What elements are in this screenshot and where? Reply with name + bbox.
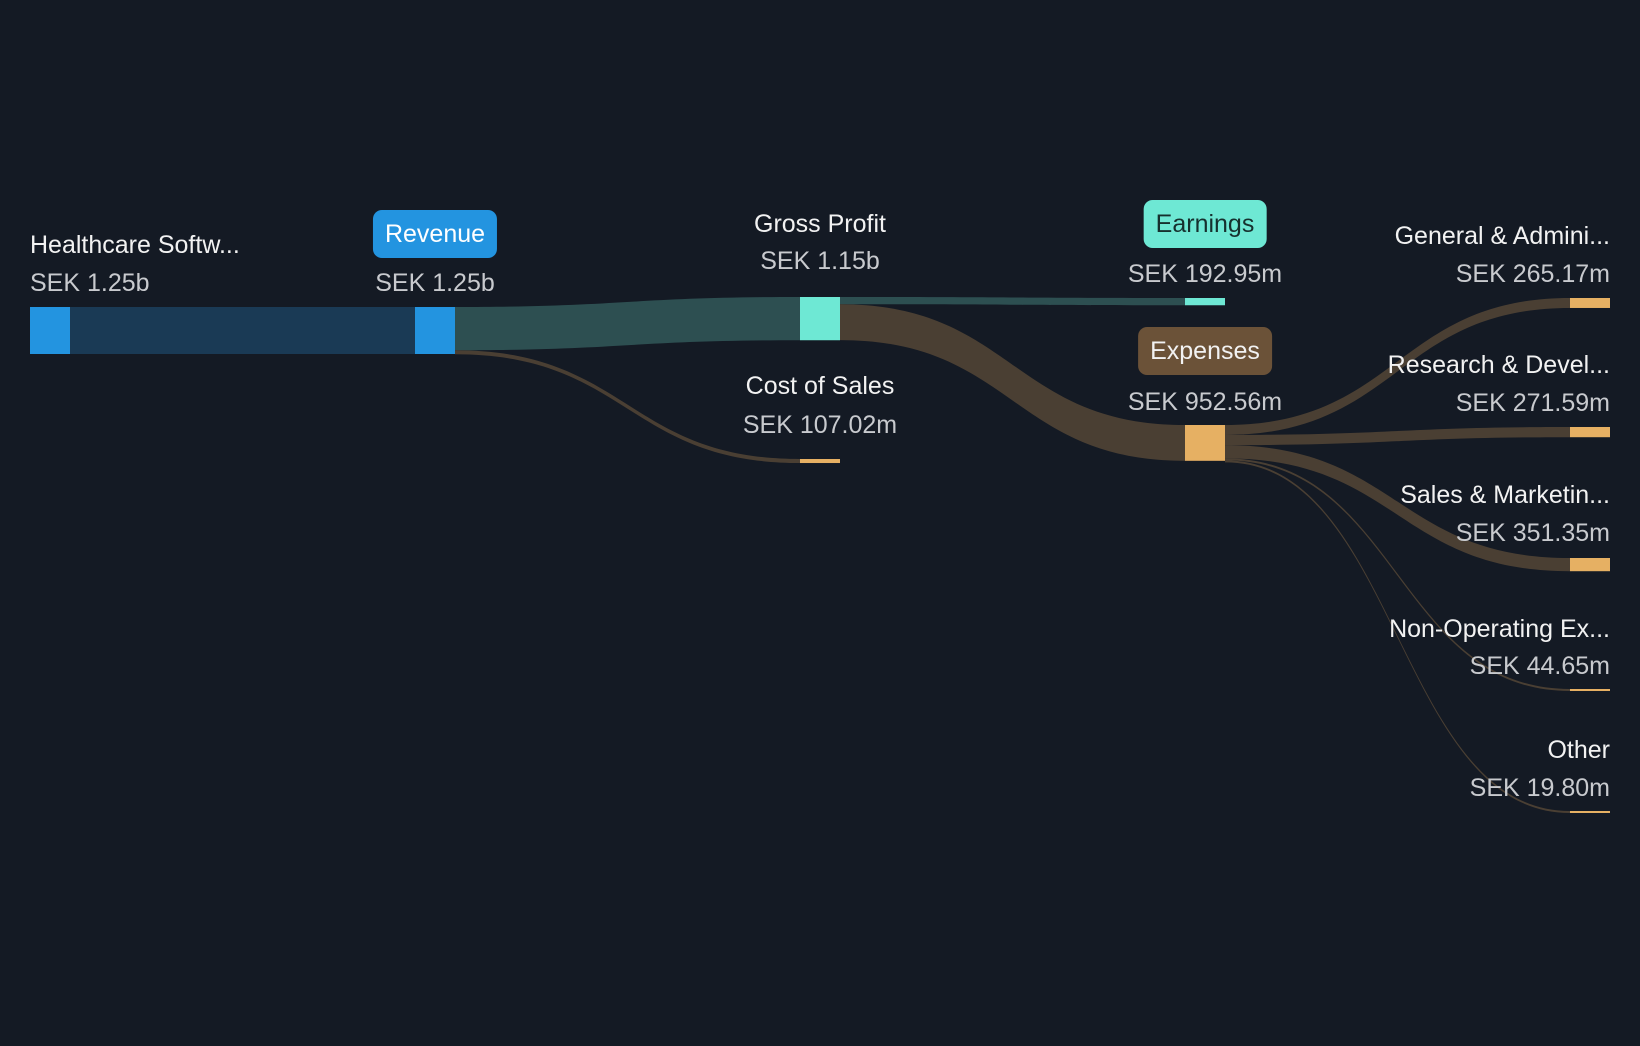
node-value-earnings: SEK 192.95m <box>1127 260 1283 288</box>
node-cost_of_sales <box>800 459 840 464</box>
node-rd <box>1570 427 1610 438</box>
node-label-ga: General & Admini... <box>1394 222 1610 250</box>
link-expenses-nonop <box>1225 458 1570 691</box>
node-value-cost-of-sales: SEK 107.02m <box>742 411 898 439</box>
node-segment <box>30 307 70 354</box>
node-gross_profit <box>800 297 840 341</box>
link-expenses-ga <box>1225 298 1570 435</box>
link-expenses-other <box>1225 460 1570 813</box>
node-label-earnings: Earnings <box>1143 200 1267 248</box>
node-revenue <box>415 307 455 354</box>
node-label-revenue: Revenue <box>372 210 498 258</box>
node-value-ga: SEK 265.17m <box>1455 260 1610 288</box>
node-ga <box>1570 298 1610 308</box>
node-label-gross-profit: Gross Profit <box>754 210 886 238</box>
link-gross_profit-earnings <box>840 297 1185 306</box>
node-value-gross-profit: SEK 1.15b <box>760 247 880 275</box>
node-expenses <box>1185 425 1225 461</box>
node-sm <box>1570 558 1610 572</box>
node-value-other: SEK 19.80m <box>1469 774 1610 802</box>
link-gross_profit-expenses <box>840 304 1185 461</box>
node-label-expenses: Expenses <box>1138 327 1272 375</box>
node-value-nonop: SEK 44.65m <box>1469 652 1610 680</box>
node-value-sm: SEK 351.35m <box>1455 519 1610 547</box>
link-expenses-sm <box>1225 445 1570 572</box>
link-expenses-rd <box>1225 427 1570 446</box>
node-value-revenue: SEK 1.25b <box>375 269 495 297</box>
node-value-expenses: SEK 952.56m <box>1127 388 1283 416</box>
node-nonop <box>1570 689 1610 691</box>
link-segment-revenue <box>70 307 415 354</box>
node-label-other: Other <box>1547 736 1610 764</box>
node-value-rd: SEK 271.59m <box>1455 389 1610 417</box>
node-label-segment: Healthcare Softw... <box>30 231 240 259</box>
node-label-sm: Sales & Marketin... <box>1400 481 1610 509</box>
node-label-cost-of-sales: Cost of Sales <box>745 372 895 400</box>
link-revenue-gross_profit <box>455 297 800 351</box>
node-value-segment: SEK 1.25b <box>30 269 150 297</box>
node-other <box>1570 811 1610 813</box>
link-revenue-cost_of_sales <box>455 350 800 464</box>
node-label-nonop: Non-Operating Ex... <box>1389 615 1610 643</box>
node-label-rd: Research & Devel... <box>1387 351 1610 379</box>
node-earnings <box>1185 298 1225 306</box>
